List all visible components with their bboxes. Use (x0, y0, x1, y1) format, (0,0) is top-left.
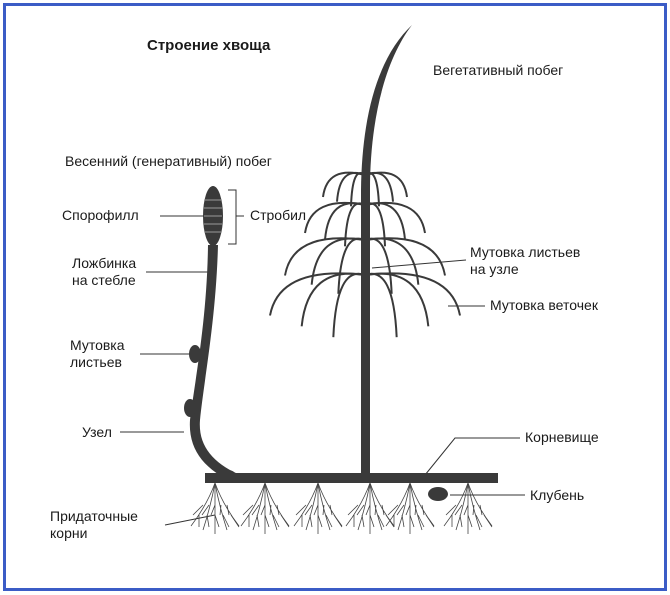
whorl-branch (364, 201, 426, 234)
plant-body (184, 25, 498, 501)
whorl-branch (364, 237, 420, 285)
label-strobilus: Стробил (250, 207, 307, 223)
rhizome (205, 473, 498, 483)
label-vegetative-shoot: Вегетативный побег (433, 62, 564, 78)
root (467, 482, 483, 531)
root (356, 482, 371, 531)
root (214, 482, 230, 531)
root (396, 482, 411, 531)
label-node: Узел (82, 424, 112, 440)
label-spring-shoot: Весенний (генеративный) побег (65, 153, 272, 169)
root (264, 482, 280, 531)
whorl-branch (322, 171, 366, 198)
strobilus-bracket (228, 189, 244, 245)
root (365, 482, 375, 534)
root (190, 482, 216, 527)
root (260, 482, 270, 534)
tuber (428, 487, 448, 501)
sporophyll-stripes (204, 199, 222, 233)
root (409, 482, 425, 531)
leader-rhizome (424, 437, 520, 476)
label-groove-2: на стебле (72, 272, 136, 288)
label-tuber: Клубень (530, 487, 585, 503)
root (210, 483, 220, 534)
root (214, 482, 240, 528)
root (345, 482, 371, 527)
blue-frame (3, 3, 667, 591)
root (264, 482, 290, 528)
whorl-branch (304, 201, 366, 234)
leader-lines (120, 189, 525, 526)
root (293, 482, 319, 527)
node (184, 399, 196, 417)
root (317, 482, 333, 531)
whorl-branch (364, 237, 446, 276)
root (454, 482, 469, 531)
root (251, 482, 266, 531)
root (317, 482, 343, 528)
label-groove-1: Ложбинка (72, 255, 137, 271)
root (463, 483, 473, 534)
root (304, 482, 319, 531)
generative-stem (189, 245, 238, 483)
label-leaf-whorl-1: Мутовка (70, 337, 125, 353)
adventitious-roots (190, 482, 493, 534)
root (405, 483, 415, 534)
label-branch-whorl: Мутовка веточек (490, 297, 598, 313)
root (409, 482, 435, 528)
root (443, 482, 469, 527)
branch-whorls (269, 171, 461, 338)
whorl-branch (269, 272, 366, 316)
label-leaf-whorl-2: листьев (70, 354, 122, 370)
whorl-branch (332, 272, 366, 338)
root (369, 482, 385, 531)
label-leaf-whorl-node-2: на узле (470, 261, 519, 277)
root (201, 482, 216, 531)
label-leaf-whorl-node-1: Мутовка листьев (470, 244, 581, 260)
root (240, 482, 266, 527)
label-sporophyll: Спорофилл (62, 207, 139, 223)
whorl-branch (364, 272, 461, 316)
root (385, 482, 411, 527)
base-node (220, 470, 236, 482)
root (467, 482, 493, 528)
root (313, 483, 323, 534)
whorl-branch (284, 237, 366, 276)
label-roots-1: Придаточные (50, 508, 138, 524)
whorl-branch (310, 237, 366, 285)
leaf-whorl-node (189, 345, 201, 363)
leader-leaf-whorl-node (371, 259, 467, 269)
label-rhizome: Корневище (525, 429, 599, 445)
whorl-branch (337, 237, 366, 294)
label-roots-2: корни (50, 525, 88, 541)
vegetative-stem (361, 25, 412, 480)
whorl-branch (364, 171, 408, 198)
diagram-title: Строение хвоща (147, 37, 271, 54)
